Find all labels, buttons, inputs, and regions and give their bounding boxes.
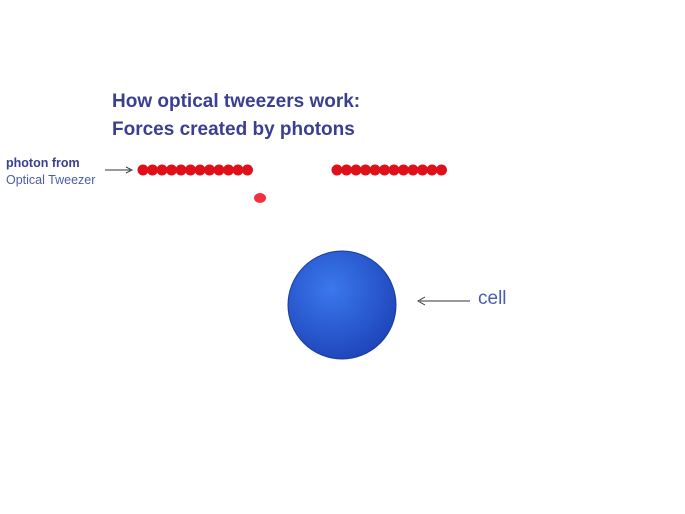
photon-dot [213, 164, 225, 176]
photon-dot [137, 164, 149, 176]
photon-dot [156, 164, 168, 176]
photon-dot [341, 164, 352, 176]
deflected-photon [254, 193, 266, 203]
photon-row-right [331, 164, 447, 176]
photon-dot [398, 164, 409, 176]
photon-dot [242, 164, 253, 176]
photon-dot [388, 164, 400, 176]
title-line-2: Forces created by photons [112, 119, 355, 140]
photon-dot [426, 164, 438, 176]
photon-arrow [105, 166, 134, 174]
photon-dot [185, 164, 196, 176]
photon-label-line-1: photon from [6, 156, 80, 170]
photon-label: photon from Optical Tweezer [6, 155, 95, 189]
photon-dot [407, 164, 419, 176]
photon-dot [194, 164, 206, 176]
photon-dot [360, 164, 371, 176]
photon-dot [350, 164, 362, 176]
photon-dot [223, 164, 234, 176]
photon-dot [147, 164, 158, 176]
title-line-1: How optical tweezers work: [112, 91, 361, 112]
cell-sphere [287, 250, 397, 360]
photon-row-left [137, 164, 253, 176]
photon-dot [417, 164, 428, 176]
cell-label: cell [478, 288, 507, 309]
photon-dot [232, 164, 244, 176]
photon-dot [436, 164, 447, 176]
photon-dot [175, 164, 187, 176]
photon-dot [166, 164, 177, 176]
photon-dot [369, 164, 381, 176]
photon-dot [204, 164, 215, 176]
photon-dot [331, 164, 343, 176]
photon-dot [379, 164, 390, 176]
photon-label-line-2: Optical Tweezer [6, 173, 96, 187]
cell-arrow [416, 296, 470, 306]
